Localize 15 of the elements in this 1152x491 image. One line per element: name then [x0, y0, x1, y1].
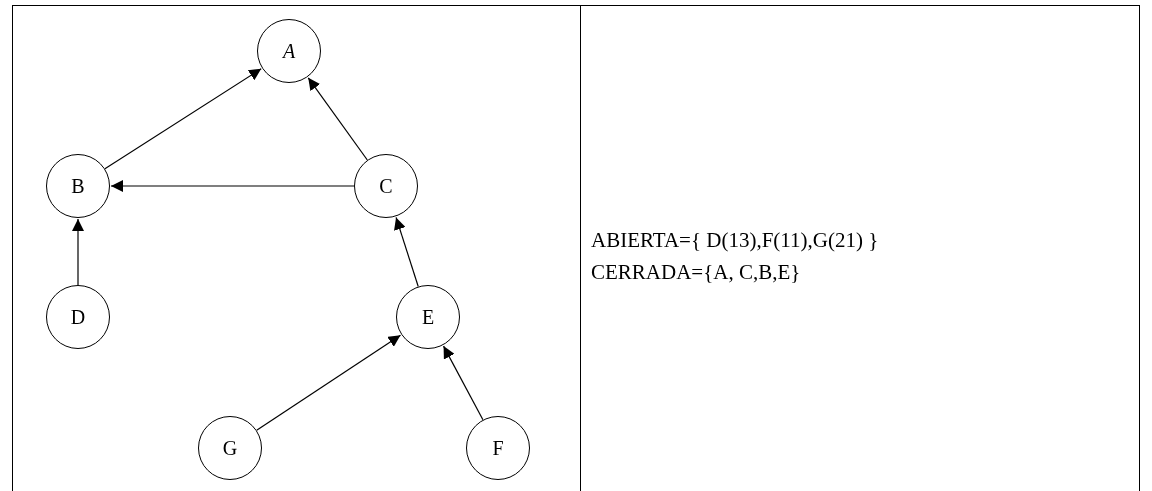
- node-label: B: [71, 174, 85, 199]
- arrow: [104, 68, 262, 170]
- node-label: F: [492, 436, 504, 461]
- arrow: [110, 180, 355, 192]
- arrow: [307, 77, 368, 161]
- arrow: [256, 334, 402, 431]
- node-label: A: [282, 39, 296, 64]
- node-label: D: [70, 305, 86, 330]
- set-label: CERRADA={A, C,B,E}: [591, 259, 802, 286]
- arrow: [442, 345, 484, 421]
- set-label: ABIERTA={ D(13),F(11),G(21) }: [591, 227, 879, 254]
- node-label: C: [379, 174, 393, 199]
- node-label: G: [222, 436, 238, 461]
- node-label: E: [421, 305, 435, 330]
- arrow: [72, 218, 84, 286]
